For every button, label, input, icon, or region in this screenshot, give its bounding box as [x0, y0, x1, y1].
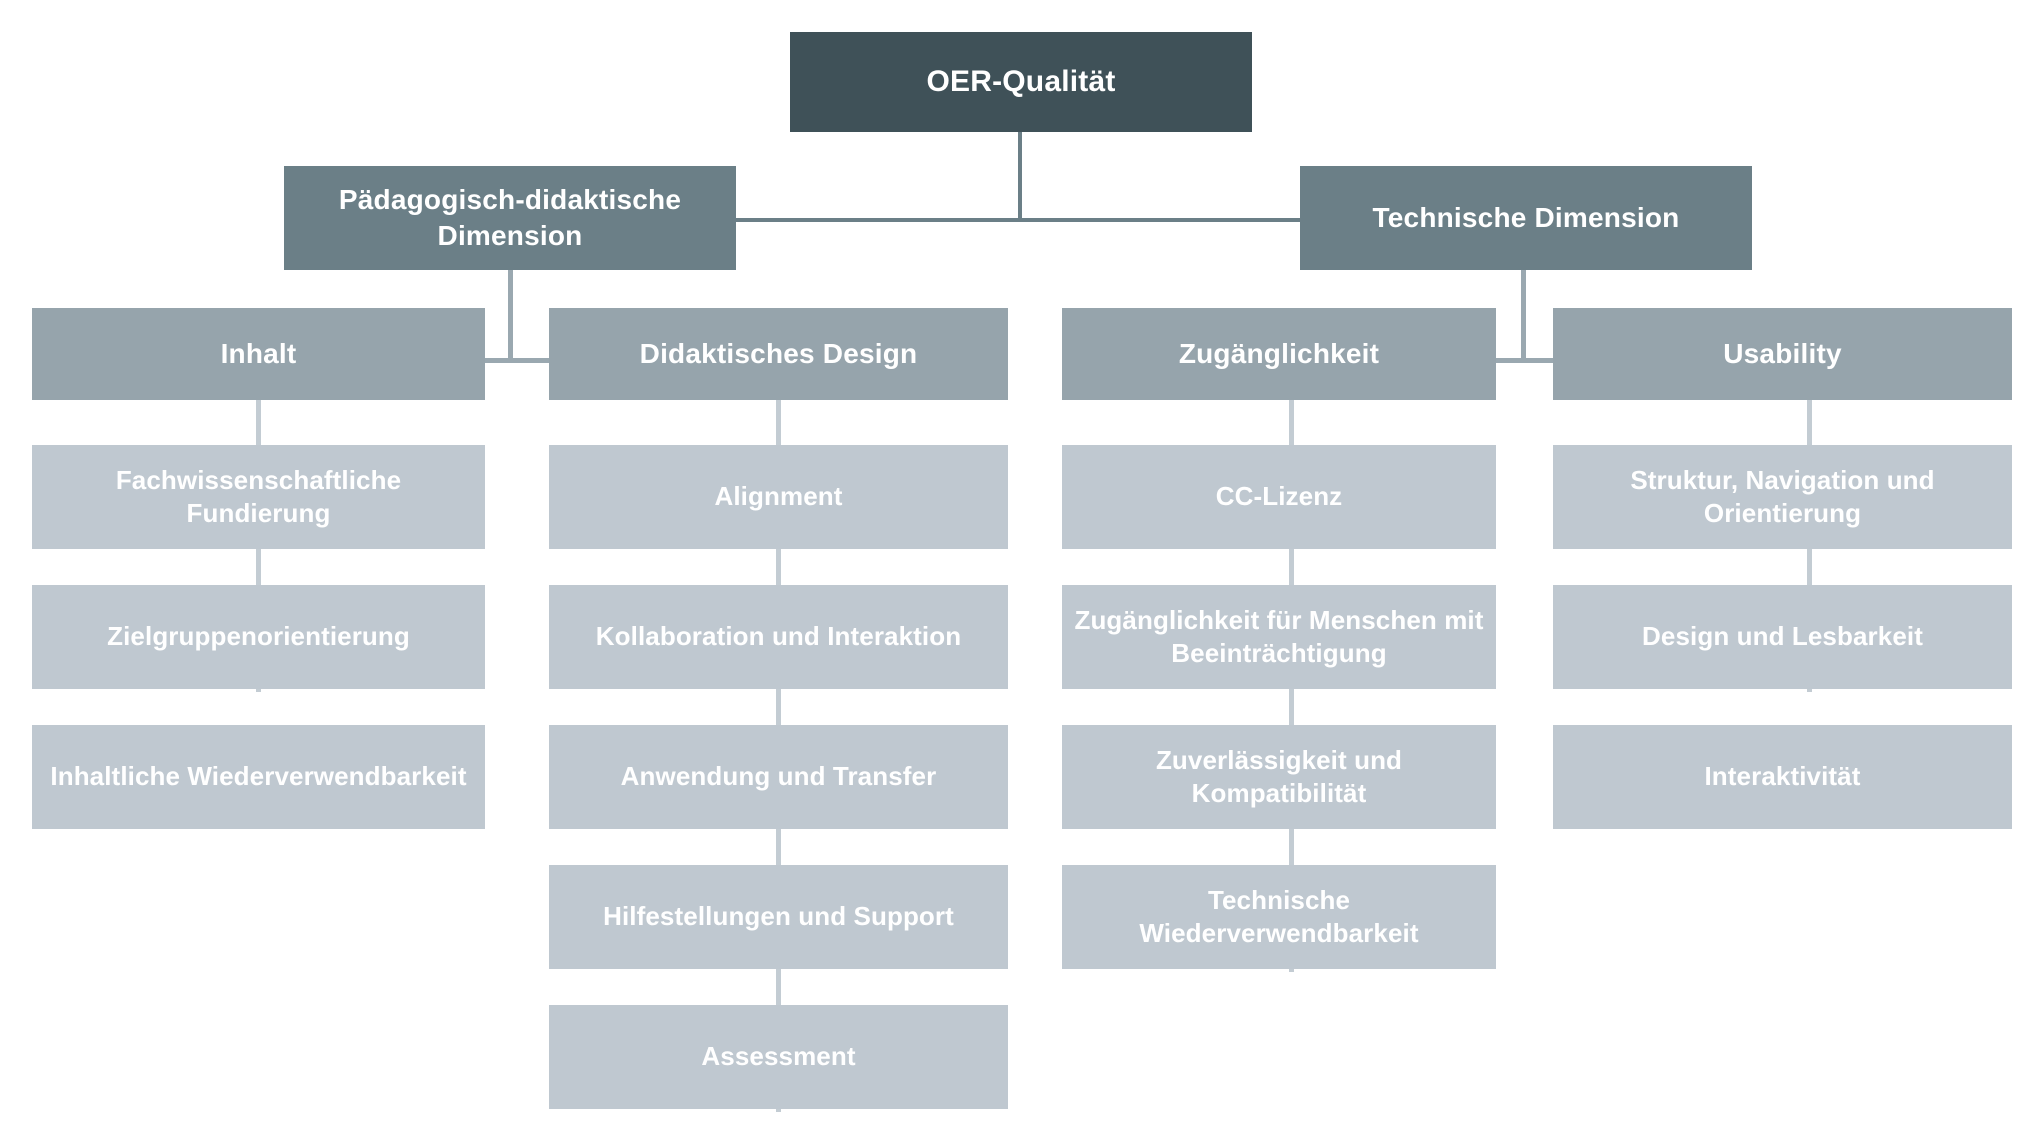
connector-technische-stem [1521, 270, 1526, 362]
node-leaf-kollaboration-und-interaktion[interactable]: Kollaboration und Interaktion [549, 585, 1008, 689]
node-label: Didaktisches Design [639, 338, 918, 370]
node-label: Pädagogisch-didaktische Dimension [338, 184, 682, 251]
node-leaf-inhaltliche-wiederverwendbarkeit[interactable]: Inhaltliche Wiederverwendbarkeit [32, 725, 485, 829]
connector-dimensions-horizontal [735, 218, 1301, 222]
node-label: Anwendung und Transfer [620, 761, 937, 792]
node-paedagogisch-didaktische-dimension[interactable]: Pädagogisch-didaktische Dimension [284, 166, 736, 270]
node-leaf-zielgruppenorientierung[interactable]: Zielgruppenorientierung [32, 585, 485, 689]
node-label: Assessment [701, 1041, 856, 1072]
node-label: CC-Lizenz [1215, 481, 1343, 512]
node-leaf-zugaenglichkeit-fuer-menschen-mit-beeintraechtigung[interactable]: Zugänglichkeit für Menschen mit Beeinträ… [1062, 585, 1496, 689]
connector-root-stem [1018, 132, 1022, 220]
node-leaf-anwendung-und-transfer[interactable]: Anwendung und Transfer [549, 725, 1008, 829]
node-technische-dimension[interactable]: Technische Dimension [1300, 166, 1752, 270]
node-label: Technische Wiederverwendbarkeit [1139, 884, 1419, 948]
node-label: Design und Lesbarkeit [1642, 621, 1923, 652]
node-category-zugaenglichkeit[interactable]: Zugänglichkeit [1062, 308, 1496, 400]
node-label: OER-Qualität [926, 64, 1116, 98]
node-leaf-interaktivitaet[interactable]: Interaktivität [1553, 725, 2012, 829]
node-label: Fachwissenschaftliche Fundierung [115, 464, 402, 528]
node-label: Technische Dimension [1372, 202, 1680, 234]
node-leaf-struktur-navigation-und-orientierung[interactable]: Struktur, Navigation und Orientierung [1553, 445, 2012, 549]
node-label: Zugänglichkeit für Menschen mit Beeinträ… [1074, 604, 1484, 668]
node-category-usability[interactable]: Usability [1553, 308, 2012, 400]
node-oer-qualitaet[interactable]: OER-Qualität [790, 32, 1252, 132]
node-label: Inhalt [220, 338, 297, 370]
node-leaf-alignment[interactable]: Alignment [549, 445, 1008, 549]
connector-paedagogisch-stem [508, 270, 513, 362]
node-label: Inhaltliche Wiederverwendbarkeit [50, 761, 467, 792]
node-leaf-assessment[interactable]: Assessment [549, 1005, 1008, 1109]
node-label: Hilfestellungen und Support [603, 901, 954, 932]
node-leaf-hilfestellungen-und-support[interactable]: Hilfestellungen und Support [549, 865, 1008, 969]
node-leaf-cc-lizenz[interactable]: CC-Lizenz [1062, 445, 1496, 549]
node-category-didaktisches-design[interactable]: Didaktisches Design [549, 308, 1008, 400]
node-leaf-fachwissenschaftliche-fundierung[interactable]: Fachwissenschaftliche Fundierung [32, 445, 485, 549]
connector-paedagogisch-children-horizontal [485, 358, 549, 363]
node-category-inhalt[interactable]: Inhalt [32, 308, 485, 400]
node-leaf-design-und-lesbarkeit[interactable]: Design und Lesbarkeit [1553, 585, 2012, 689]
node-leaf-zuverlaessigkeit-und-kompatibilitaet[interactable]: Zuverlässigkeit und Kompatibilität [1062, 725, 1496, 829]
node-leaf-technische-wiederverwendbarkeit[interactable]: Technische Wiederverwendbarkeit [1062, 865, 1496, 969]
node-label: Struktur, Navigation und Orientierung [1630, 464, 1935, 528]
connector-technische-children-horizontal [1496, 358, 1553, 363]
node-label: Alignment [714, 481, 843, 512]
node-label: Zielgruppenorientierung [107, 621, 410, 652]
node-label: Kollaboration und Interaktion [595, 621, 962, 652]
node-label: Interaktivität [1704, 761, 1861, 792]
node-label: Usability [1723, 338, 1842, 370]
node-label: Zuverlässigkeit und Kompatibilität [1155, 744, 1403, 808]
node-label: Zugänglichkeit [1178, 338, 1380, 370]
